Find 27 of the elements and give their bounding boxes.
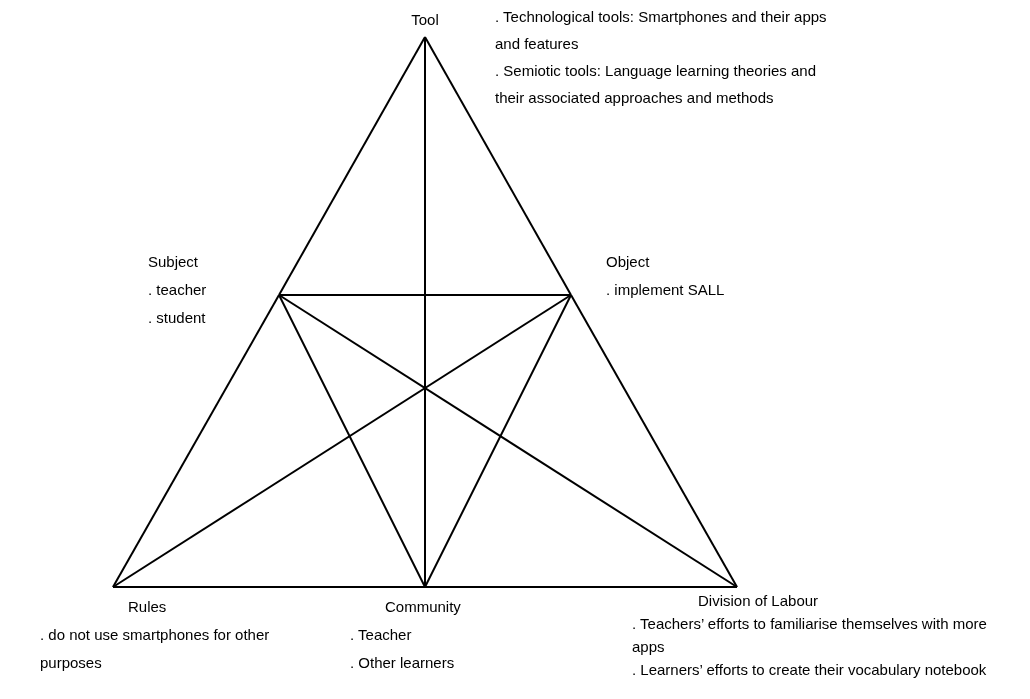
note-text: . Semiotic tools: Language learning theories and their associated approaches and methods: [495, 61, 818, 108]
connector-line: [278, 36, 426, 296]
connector-line: [112, 294, 572, 588]
list-item-text: . Other learners: [350, 653, 456, 673]
list-item-text: . Learners’ efforts to create their vocabulary notebook: [632, 660, 988, 680]
heading-text: Tool: [410, 10, 440, 30]
heading-text: Rules: [128, 597, 168, 617]
connector-line: [278, 294, 426, 588]
list-item-text: . do not use smartphones for other purposes: [40, 625, 271, 673]
list-item-text: . Teachers’ efforts to familiarise themselves with more apps: [632, 614, 988, 657]
connector-line: [112, 294, 280, 588]
connector-line: [424, 586, 738, 588]
connector-line: [278, 294, 738, 588]
heading-text: Community: [385, 597, 462, 617]
note-text: . Technological tools: Smartphones and their apps and features: [495, 7, 828, 54]
heading-text: Object: [606, 252, 651, 272]
list-item-text: . teacher: [148, 280, 208, 300]
list-item-text: . Teacher: [350, 625, 413, 645]
heading-text: Division of Labour: [698, 591, 820, 611]
list-item-text: . implement SALL: [606, 280, 726, 300]
connector-line: [112, 586, 426, 588]
list-item-text: . student: [148, 308, 207, 328]
connector-line: [278, 294, 572, 296]
connector-line: [424, 36, 572, 296]
connector-line: [424, 294, 572, 588]
connector-line: [570, 294, 738, 588]
heading-text: Subject: [148, 252, 200, 272]
